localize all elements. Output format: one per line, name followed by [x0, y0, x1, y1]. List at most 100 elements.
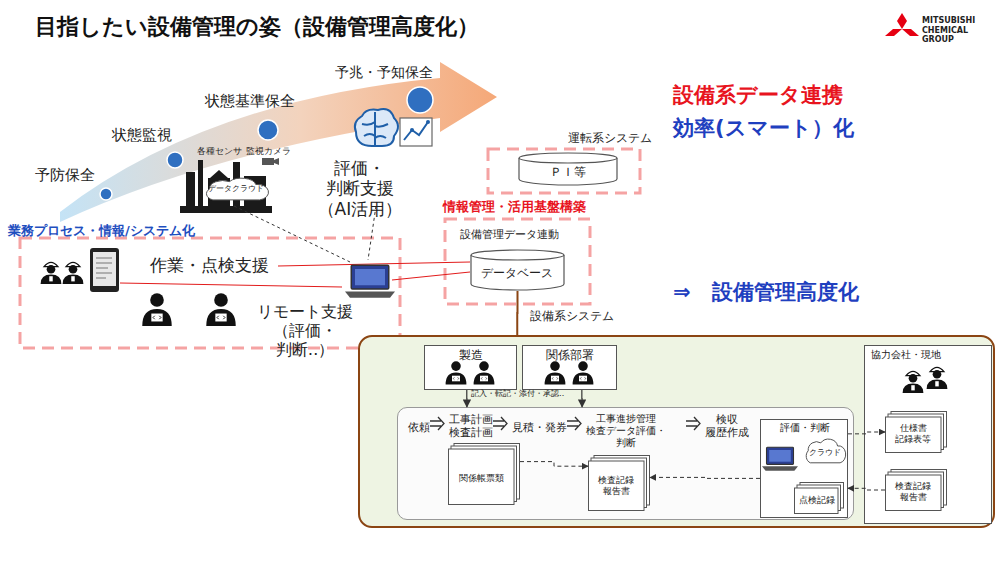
plant-silhouette: [180, 160, 272, 213]
node-text: 仕様書 記録表等: [895, 423, 931, 445]
maintenance-evolution-arrow: [60, 62, 497, 222]
text-slot: 点検記録: [799, 495, 835, 506]
person-icon: [545, 361, 566, 384]
stage-dot: [258, 120, 278, 140]
cylinder-top: [519, 153, 617, 163]
department-box: 製造: [424, 345, 517, 390]
person-icon: [446, 361, 467, 384]
node-text: 見積・発券: [512, 421, 567, 434]
laptop-icon: [762, 447, 798, 470]
node-text: 工事進捗管理 検査データ評価・判断: [586, 413, 666, 449]
node-text: 点検記録: [799, 495, 835, 506]
text-slot: 業務プロセス・情報/システム化: [8, 223, 195, 239]
connector: [520, 462, 588, 467]
label: 効率(スマート）化: [673, 116, 854, 141]
text-slot: 仕様書 記録表等: [895, 423, 931, 445]
node-text: 関係帳票類: [459, 473, 504, 484]
node-text: 評価・判断: [780, 422, 830, 434]
cloud-outline: [806, 439, 845, 463]
text-slot: 設備系システム: [530, 309, 614, 323]
text-slot: 評価・判断: [780, 422, 830, 434]
label: 作業・点検支援: [150, 255, 269, 275]
text-slot: 関係帳票類: [459, 473, 504, 484]
person-icon: [573, 361, 594, 384]
node-text: クラウド: [809, 448, 841, 458]
highlight-region: [20, 238, 400, 348]
text-slot: 評価・判断支援 （AI活用）: [318, 158, 403, 219]
flow-arrows: [430, 417, 700, 430]
text-slot: 状態基準保全: [205, 92, 295, 110]
cylinder-store: ＰＩ等: [518, 152, 618, 186]
company-logo: [885, 13, 919, 36]
label: 評価・判断支援 （AI活用）: [318, 158, 403, 219]
node-text: 関係部署: [546, 348, 594, 362]
stage-dot: [167, 152, 183, 168]
text-slot: ⇒ 設備管理高度化: [673, 280, 859, 305]
text-slot: 各種センサ: [197, 146, 242, 157]
text-slot: データベース: [481, 266, 553, 280]
text-slot: 予防保全: [35, 166, 95, 184]
label: 予兆・予知保全: [335, 64, 433, 81]
camera-icon: [262, 158, 279, 165]
text-slot: 状態監視: [112, 126, 172, 144]
page: [886, 475, 942, 511]
stage-dot: [100, 188, 112, 200]
text-slot: 依頼: [408, 421, 430, 434]
text-slot: 予兆・予知保全: [335, 64, 433, 81]
stage-dot: [407, 87, 433, 113]
text-slot: データクラウド: [208, 184, 264, 194]
ai-brain-icon: [355, 109, 398, 146]
cloud-shape: データクラウド: [203, 179, 269, 201]
connector: [581, 390, 582, 407]
text-slot: 検査記録 報告書: [895, 481, 931, 503]
label: 運転系システム: [568, 131, 652, 145]
text-slot: MITSUBISHI CHEMICAL GROUP: [922, 16, 975, 45]
label: 情報管理・活用基盤構築: [443, 199, 586, 215]
worker-icon: [41, 262, 62, 284]
cylinder-top: [471, 250, 564, 260]
node-text: 設備管理データ連動: [460, 228, 559, 241]
text-slot: 情報管理・活用基盤構築: [443, 199, 586, 215]
page: [449, 449, 515, 505]
text-slot: 効率(スマート）化: [673, 116, 854, 141]
person-icon: [142, 293, 171, 326]
document-stack: 検査記録 報告書: [885, 469, 947, 511]
node-text: 設備系システム: [530, 309, 614, 323]
text-slot: リモート支援 （評価・判断‥）: [257, 302, 353, 360]
text-slot: 作業・点検支援: [150, 255, 269, 275]
worker-icon: [63, 262, 84, 284]
node-text: 検収 履歴作成: [705, 413, 749, 439]
text-slot: 運転系システム: [568, 131, 652, 145]
node-text: データクラウド: [208, 184, 264, 194]
node-text: ＰＩ等: [550, 165, 586, 179]
cloud-outline: [206, 178, 268, 200]
node-text: データベース: [481, 266, 553, 280]
node-text: 検査記録 報告書: [598, 475, 634, 497]
label: 監視カメラ: [246, 146, 291, 157]
node-text: 工事計画 検査計画: [449, 413, 493, 439]
document-stack: 検査記録 報告書: [588, 455, 650, 511]
label: リモート支援 （評価・判断‥）: [257, 302, 353, 360]
connector: [650, 477, 760, 478]
node-text: 製造: [459, 348, 483, 362]
department-box: 関係部署: [522, 345, 617, 390]
highlight-region: [488, 149, 640, 193]
text-slot: ＰＩ等: [550, 165, 586, 179]
text-slot: 製造: [459, 348, 483, 362]
label: 状態基準保全: [205, 92, 295, 110]
node-text: 依頼: [408, 421, 430, 434]
connector: [466, 390, 467, 407]
text-slot: 見積・発券: [512, 421, 567, 434]
page: [886, 417, 942, 453]
label: ⇒ 設備管理高度化: [673, 280, 859, 305]
laptop-icon: [345, 265, 395, 298]
logo-text: MITSUBISHI CHEMICAL GROUP: [922, 16, 975, 45]
connector: [848, 432, 885, 434]
page: [589, 461, 645, 511]
text-slot: 記入・転記・添付・承認‥: [471, 389, 564, 399]
title: 目指したい設備管理の姿（設備管理高度化）: [35, 14, 479, 40]
document-stack: 点検記録: [794, 482, 844, 514]
document-stack: 仕様書 記録表等: [885, 411, 947, 453]
connector: [848, 488, 885, 490]
text-slot: 監視カメラ: [246, 146, 291, 157]
